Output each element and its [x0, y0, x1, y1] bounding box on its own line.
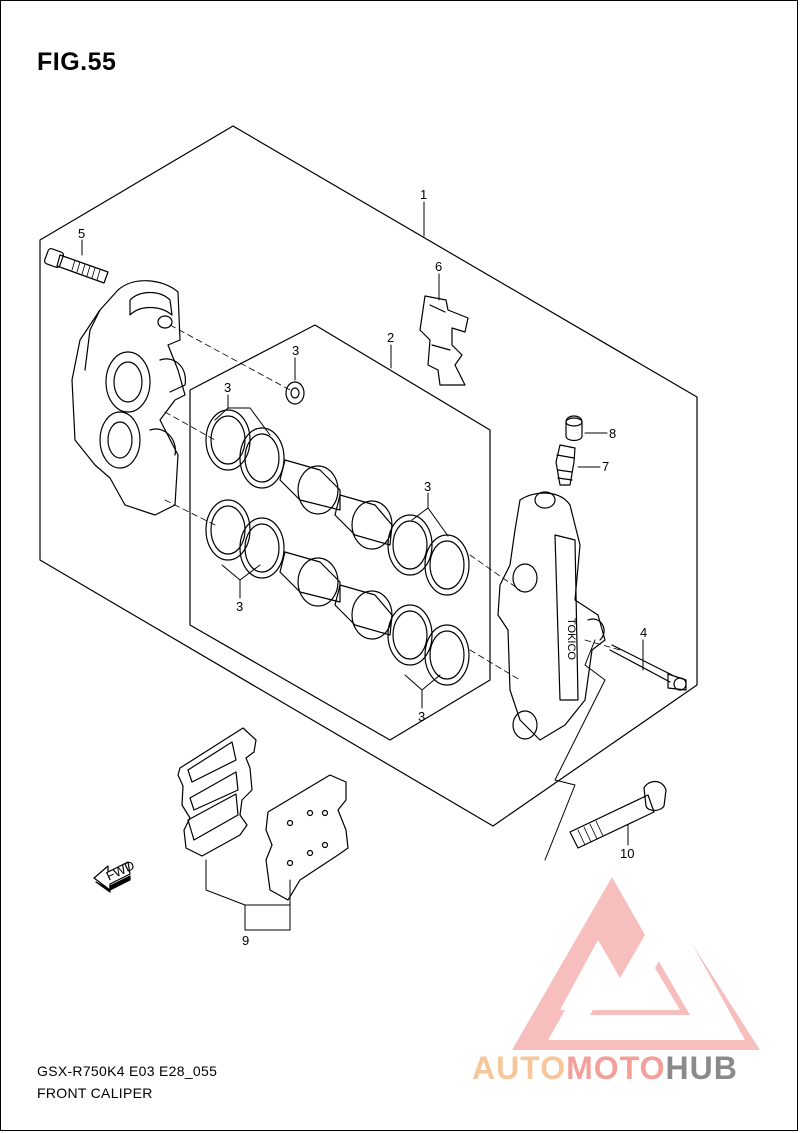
washer-3	[285, 381, 305, 405]
caliper-brand-mark: TOKICO	[565, 618, 577, 660]
callout-7: 7	[602, 459, 609, 474]
leader-lines	[81, 201, 644, 931]
assembly-outline	[39, 125, 698, 827]
callout-4: 4	[640, 625, 647, 640]
break-line	[544, 639, 606, 861]
model-code: GSX-R750K4 E03 E28_055	[37, 1063, 218, 1079]
piston-seals	[205, 409, 470, 686]
bleeder-cap-8	[565, 415, 583, 442]
callout-10: 10	[620, 846, 634, 861]
callout-3: 3	[224, 380, 231, 395]
callout-3: 3	[418, 709, 425, 724]
callout-8: 8	[609, 426, 616, 441]
watermark-word-auto: AUTO	[472, 1050, 567, 1086]
brake-pads-9	[177, 727, 349, 901]
callout-1: 1	[420, 187, 427, 202]
watermark-wordmark: AUTOMOTOHUB	[472, 1050, 738, 1087]
watermark-word-hub: HUB	[665, 1050, 738, 1086]
fwd-label: FWD	[104, 857, 137, 883]
forward-arrow-icon	[93, 861, 131, 893]
alignment-lines	[164, 324, 621, 681]
piston-set-outline	[189, 324, 491, 741]
caliper-right-half	[497, 491, 606, 741]
pad-pin-4	[609, 644, 687, 691]
watermark-word-moto: MOTO	[566, 1050, 666, 1086]
callout-labels: 1 2 3 3 3 3 3 4 5 6 7 8 9 10	[78, 187, 647, 948]
pistons	[279, 459, 393, 640]
callout-3: 3	[424, 479, 431, 494]
callout-2: 2	[387, 330, 394, 345]
figure-title: FIG.55	[37, 48, 117, 76]
callout-3: 3	[292, 343, 299, 358]
bolt-5	[43, 247, 109, 284]
mounting-bolt-10	[569, 780, 667, 849]
callout-3: 3	[236, 599, 243, 614]
bleeder-valve-7	[555, 444, 576, 486]
part-name: FRONT CALIPER	[37, 1085, 153, 1101]
callout-9: 9	[242, 933, 249, 948]
caliper-left-half	[71, 280, 187, 516]
callout-5: 5	[78, 226, 85, 241]
callout-6: 6	[435, 259, 442, 274]
pad-spring-6	[419, 295, 469, 386]
